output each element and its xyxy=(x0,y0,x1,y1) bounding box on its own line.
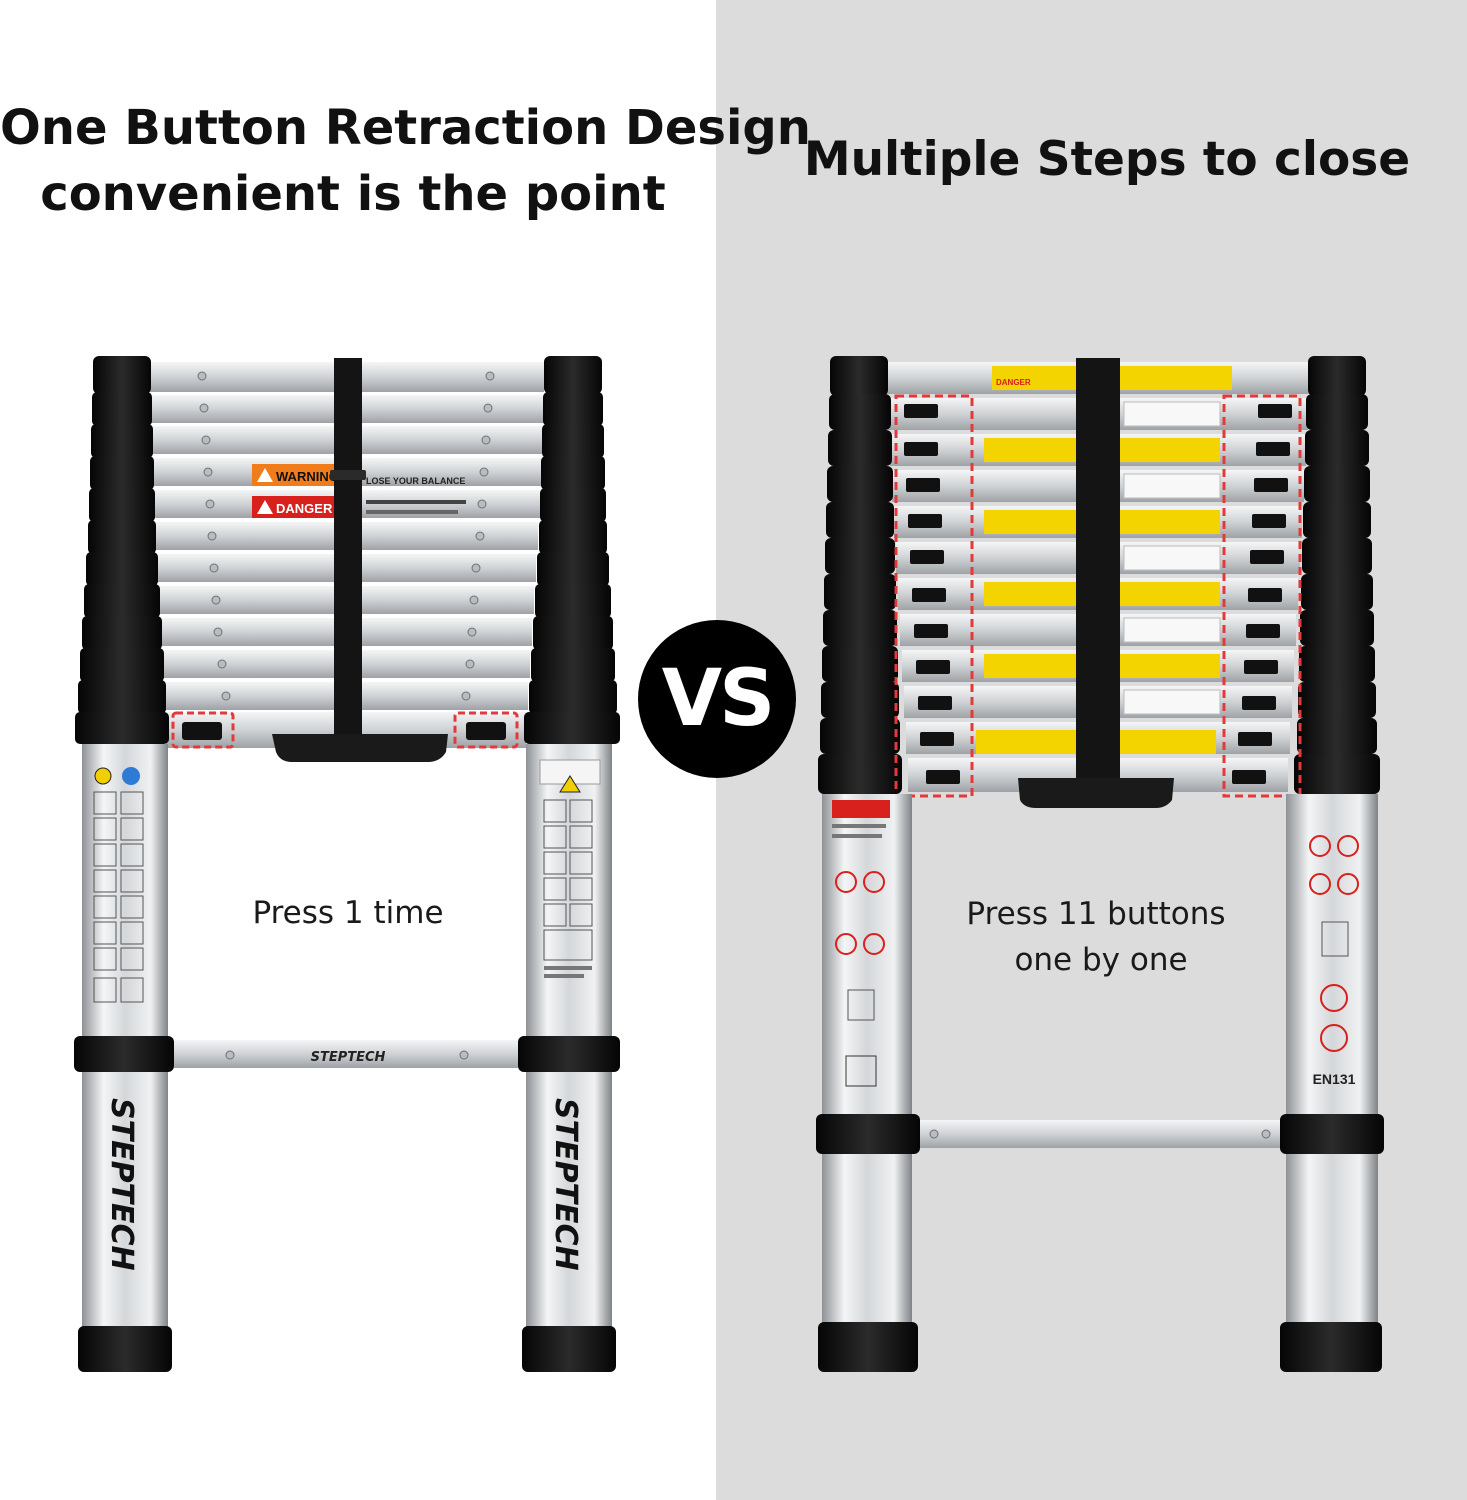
right-ladder-left-foot xyxy=(818,1322,918,1372)
left-title-line-1: One Button Retraction Design xyxy=(0,100,811,156)
strap-handle xyxy=(272,734,448,762)
left-tube-lower xyxy=(82,1072,168,1328)
rung-brand-text: STEPTECH xyxy=(311,1050,386,1065)
left-danger-sticker: DANGER xyxy=(252,496,466,518)
vs-badge-text: VS xyxy=(661,654,776,744)
right-left-buttons-highlight xyxy=(894,394,974,798)
warning-label-text: WARNING xyxy=(276,469,339,484)
left-ladder: WARNING LOSE YOUR BALANCE DANGER xyxy=(74,356,620,1372)
left-release-button xyxy=(182,722,222,740)
left-tube-pictograms xyxy=(93,767,144,1003)
warning-body-text: LOSE YOUR BALANCE xyxy=(366,476,465,486)
right-bottom-rung xyxy=(920,1120,1280,1148)
carry-strap xyxy=(334,358,362,734)
right-title: Multiple Steps to close xyxy=(803,132,1411,187)
left-tube-brand: STEPTECH xyxy=(104,1098,139,1271)
right-ladder-left-tube-upper xyxy=(822,794,912,1116)
vs-badge: VS xyxy=(638,620,796,778)
right-tube-pictograms xyxy=(539,759,601,978)
en131-label: EN131 xyxy=(1313,1071,1356,1087)
right-strap-handle xyxy=(1018,778,1174,808)
right-ladder-left-tube-pictograms xyxy=(832,800,890,1087)
left-button-highlight xyxy=(171,711,235,749)
right-ladder-right-tube-pictograms: EN131 xyxy=(1309,835,1359,1087)
right-right-stile-collars xyxy=(1294,356,1380,794)
right-stile-collars xyxy=(524,356,620,744)
right-tube-upper xyxy=(526,744,612,1040)
right-ladder-right-foot xyxy=(1280,1322,1382,1372)
left-warning-sticker: WARNING LOSE YOUR BALANCE xyxy=(252,464,465,486)
right-danger-label: DANGER xyxy=(996,378,1031,387)
right-right-buttons-highlight xyxy=(1222,394,1302,798)
right-foot xyxy=(522,1326,616,1372)
right-ladder-right-tube-upper xyxy=(1286,794,1378,1116)
right-release-buttons xyxy=(904,404,1292,784)
left-caption: Press 1 time xyxy=(252,895,444,931)
right-tube-lower xyxy=(526,1072,612,1328)
right-ladder: DANGER xyxy=(816,356,1384,1372)
right-caption-line-1: Press 11 buttons xyxy=(966,896,1226,932)
right-button-highlight xyxy=(453,711,519,749)
left-foot xyxy=(78,1326,172,1372)
right-release-button xyxy=(466,722,506,740)
danger-label-text: DANGER xyxy=(276,501,333,516)
right-caption-line-2: one by one xyxy=(1014,942,1188,978)
right-tube-brand: STEPTECH xyxy=(548,1098,583,1271)
left-title-line-2: convenient is the point xyxy=(40,166,666,222)
left-stile-collars xyxy=(75,356,169,744)
right-carry-strap xyxy=(1076,358,1120,778)
right-white-labels xyxy=(1123,401,1221,715)
right-left-stile-collars xyxy=(818,356,902,794)
